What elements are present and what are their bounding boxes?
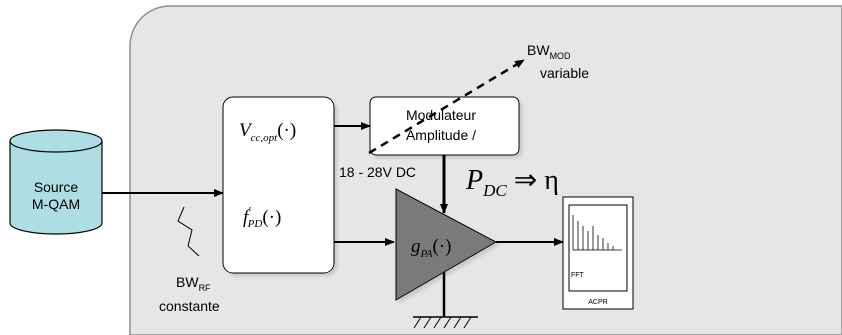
fpd-function: f'PD(·) [243,205,281,230]
pdc-efficiency-label: PDC ⇒ η [465,165,559,200]
bw-rf-label: BWRF [176,274,211,293]
fft-label: FFT [571,272,585,279]
bw-mod-sublabel: variable [540,65,589,81]
power-amplifier-triangle [395,188,498,301]
modulator-label-line2: Amplitude / [406,127,476,143]
modulator-block [369,96,520,156]
spectrum-analyzer: FFT ACPR [562,196,634,310]
spectrum-plot-icon [572,215,622,251]
source-cylinder [9,129,103,235]
bw-mod-dashed-arrow [368,58,525,155]
supply-voltage-label: 18 - 28V DC [339,164,416,180]
pa-gain-function: gPA(·) [411,236,452,260]
bw-mod-label: BWMOD [527,42,571,61]
source-label-line2: M-QAM [32,196,80,212]
acpr-label: ACPR [588,299,607,306]
modulator-label-line1: Modulateur [406,107,476,123]
source-label-line1: Source [34,179,79,195]
bw-rf-sublabel: constante [159,298,220,314]
bw-rf-pointer [177,206,200,257]
vcc-opt-function: Vcc,opt(·) [239,120,296,144]
ground-symbol [413,272,478,329]
predistorter-block [222,96,335,274]
